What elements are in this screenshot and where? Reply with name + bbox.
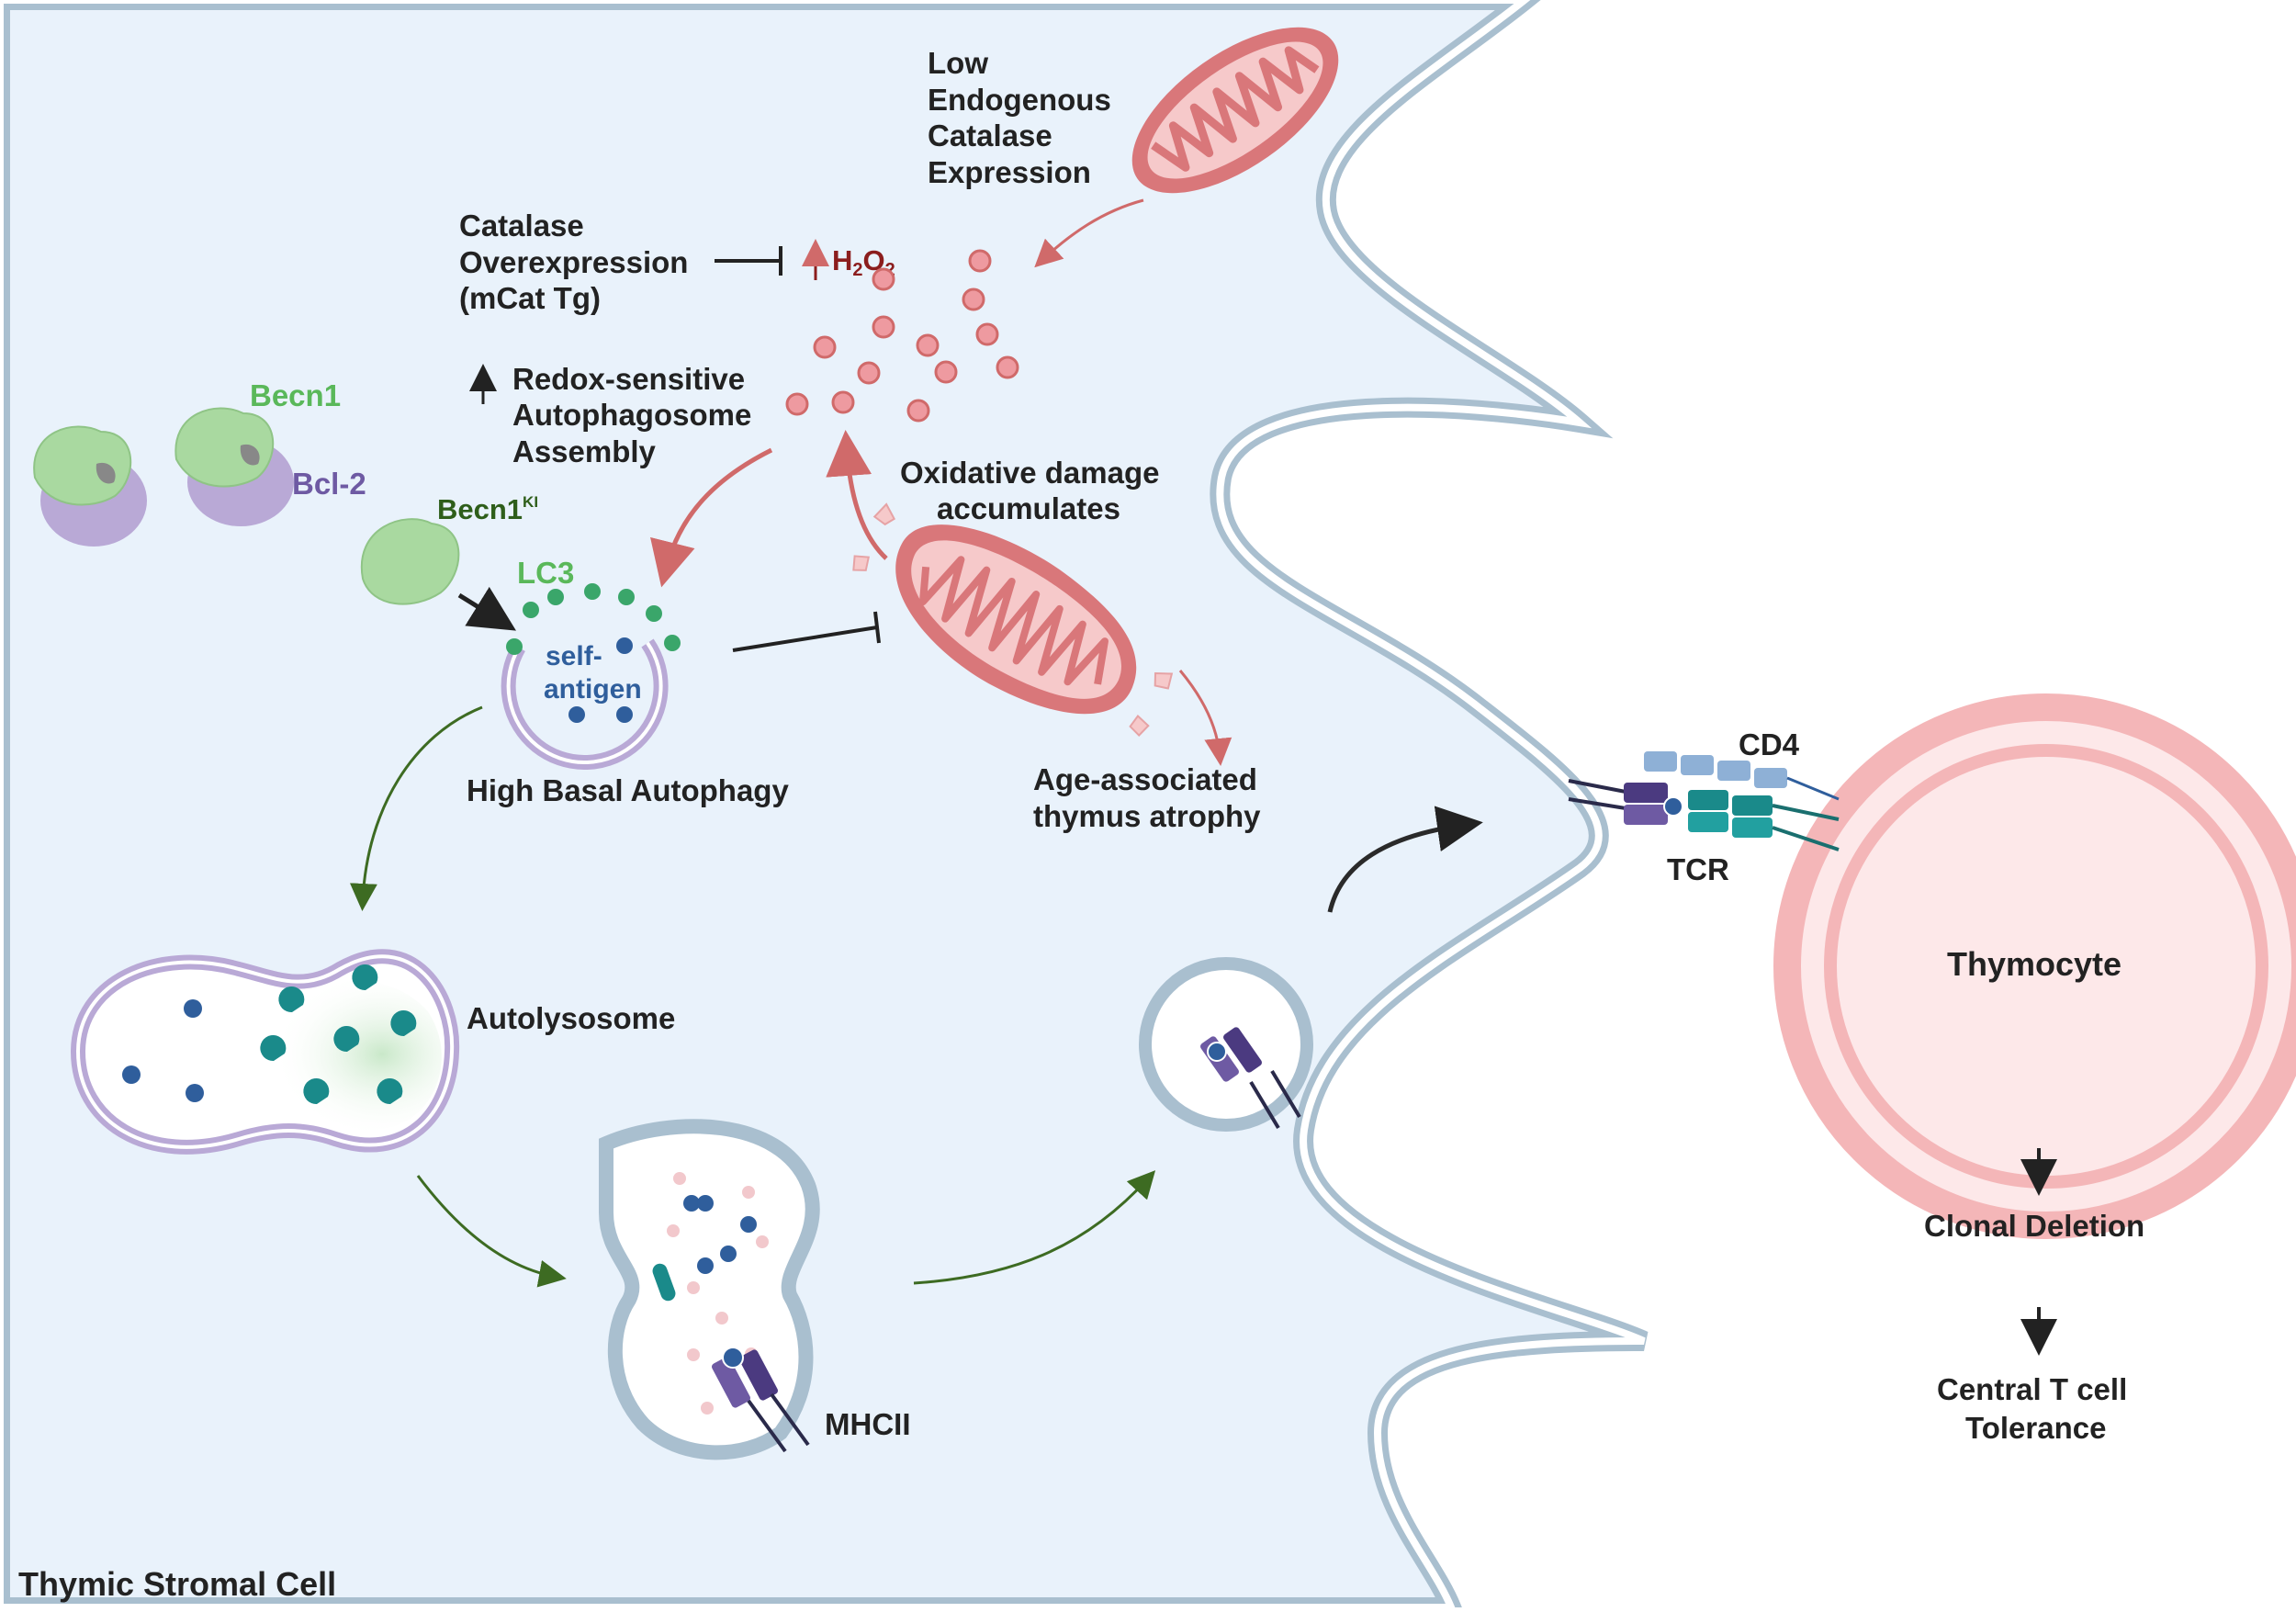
mito-to-h2o2-arrow (1034, 198, 1144, 268)
clonal-deletion-label: Clonal Deletion (1924, 1209, 2144, 1243)
low-catalase-label: Low Endogenous Catalase Expression (928, 46, 1120, 189)
becn1-ki-label: Becn1KI (437, 493, 538, 525)
autophagosome (501, 583, 681, 770)
becn1-bcl2-complex-icon (174, 407, 294, 526)
self-antigen-label: self- antigen (544, 641, 642, 705)
stromal-cell (0, 0, 1649, 1612)
age-atrophy-label: Age-associated thymus atrophy (1033, 762, 1266, 833)
autolysosome (70, 949, 460, 1155)
thymocyte-cell (1773, 693, 2296, 1239)
lc3-dots (506, 583, 681, 655)
high-basal-autophagy-label: High Basal Autophagy (467, 773, 789, 807)
mhcii-label: MHCII (825, 1407, 911, 1441)
catalase-overexpression-label: Catalase Overexpression (mCat Tg) (459, 209, 697, 315)
antigen-dots (568, 637, 633, 723)
damage-to-atrophy-arrow (1178, 670, 1232, 766)
autophagosome-to-autolysosome-arrow (349, 705, 483, 911)
autolysosome-to-miic-arrow (416, 1175, 567, 1288)
bcl2-label: Bcl-2 (292, 467, 366, 501)
catalase-inhibition-bar (715, 246, 782, 276)
svg-text:Redox-sensitive Autophag: Redox-sensitive Autophagosome Assembly (512, 362, 760, 468)
cd4-label: CD4 (1739, 727, 1800, 761)
autophagy-inhibition-bar (732, 611, 881, 652)
damaged-mitochondrion-icon (852, 502, 1174, 738)
tcr-label: TCR (1667, 852, 1729, 886)
becn1-bcl2-complex-icon (33, 425, 147, 547)
vesicle-to-membrane-arrow (1327, 806, 1483, 913)
autolysosome-label: Autolysosome (467, 1001, 675, 1035)
h2o2-to-autophagosome-arrow (650, 447, 773, 588)
immune-synapse (1568, 751, 1840, 851)
damage-to-h2o2-arrow (826, 430, 888, 560)
miic-compartment (599, 1119, 820, 1460)
redox-label: Redox-sensitive Autophagosome Assembly (469, 362, 760, 468)
lc3-label: LC3 (517, 556, 574, 590)
central-tolerance-label: Central T cell Tolerance (1937, 1372, 2135, 1445)
becn1-ki-arrow (457, 586, 516, 631)
becn1-label: Becn1 (250, 378, 341, 412)
becn1-ki-icon (360, 518, 460, 605)
transport-vesicle (1139, 957, 1313, 1132)
oxidative-damage-label: Oxidative damage accumulates (900, 456, 1168, 525)
enzyme-icons (260, 964, 417, 1105)
mitochondrion-icon (1131, 27, 1339, 194)
thymocyte-label: Thymocyte (1947, 945, 2122, 983)
mhcii-icon (712, 1347, 810, 1453)
h2o2-molecules (785, 249, 1019, 423)
stromal-cell-label: Thymic Stromal Cell (18, 1565, 336, 1603)
miic-to-vesicle-arrow (913, 1170, 1156, 1285)
